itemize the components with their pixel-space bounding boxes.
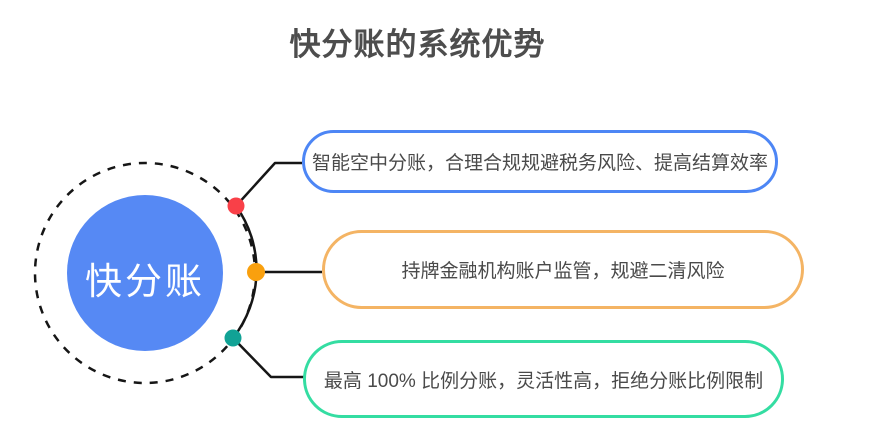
connector-line-branch-1 — [235, 161, 302, 207]
branch-label-3: 最高 100% 比例分账，灵活性高，拒绝分账比例限制 — [323, 370, 764, 392]
branch-pill-2: 持牌金融机构账户监管，规避二清风险 — [322, 230, 804, 309]
connector-line-branch-3 — [232, 337, 304, 379]
branch-pill-1: 智能空中分账，合理合规规避税务风险、提高结算效率 — [302, 130, 778, 193]
branch-dot-1 — [227, 197, 245, 215]
branch-dot-3 — [224, 329, 242, 347]
root-node-circle — [67, 195, 223, 351]
root-node-label: 快分账 — [85, 261, 205, 302]
branch-label-2: 持牌金融机构账户监管，规避二清风险 — [401, 261, 725, 282]
branch-label-1: 智能空中分账，合理合规规避税务风险、提高结算效率 — [311, 153, 768, 174]
branch-dot-2 — [247, 263, 265, 281]
branch-pill-3: 最高 100% 比例分账，灵活性高，拒绝分账比例限制 — [303, 340, 784, 418]
page-title: 快分账的系统优势 — [289, 27, 546, 62]
